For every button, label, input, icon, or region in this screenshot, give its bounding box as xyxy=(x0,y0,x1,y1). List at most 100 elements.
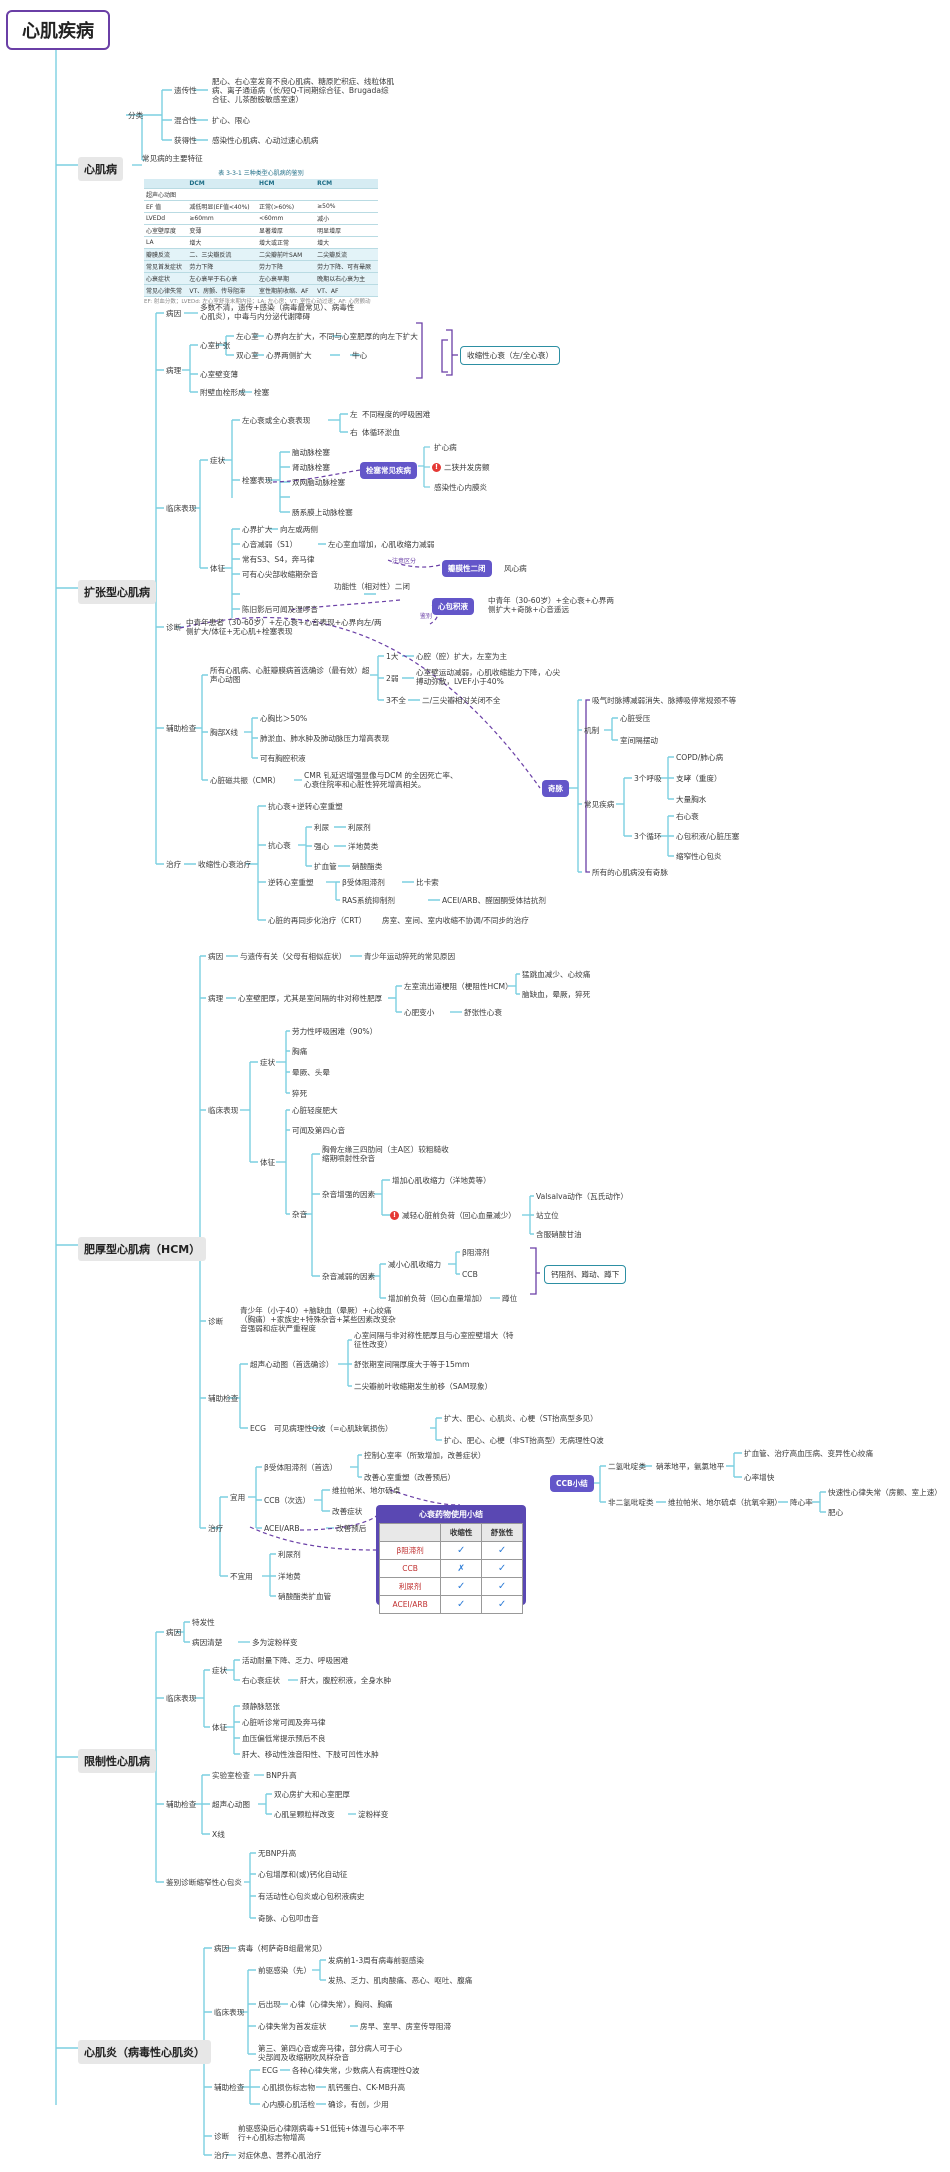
node-hcm-sign-2: 可闻及第四心音 xyxy=(292,1126,346,1135)
node-rcm-diff-2: 心包增厚和(或)钙化自动征 xyxy=(258,1870,348,1879)
node-avoid-nitrate: 硝酸酯类扩血管 xyxy=(278,1592,332,1601)
node-left-ventricle-detail: 心界向左扩大，不同与心室肥厚的向左下扩大 xyxy=(266,332,418,341)
section-hcm[interactable]: 肥厚型心肌病（HCM） xyxy=(78,1237,207,1261)
pill-embolism-diseases[interactable]: 栓塞常见疾病 xyxy=(360,462,417,479)
node-cmr: 心脏磁共振（CMR） xyxy=(210,776,281,785)
node-sign-5: 陈旧影后可闻及湿啰音 xyxy=(242,605,318,614)
comparison-cell: 明显增厚 xyxy=(315,224,378,237)
node-ventricle-dilation: 心室扩张 xyxy=(200,341,231,350)
node-ms-af: 二狭并发房颤 xyxy=(444,463,490,472)
cross-icon: ✗ xyxy=(440,1559,483,1578)
pill-ccb-summary[interactable]: CCB小结 xyxy=(550,1475,594,1492)
node-myo-etiology: 病因 xyxy=(214,1944,230,1953)
node-inotrope: 强心 xyxy=(314,842,330,851)
node-hcm-etiology-b: 青少年运动猝死的常见原因 xyxy=(364,952,456,961)
node-rcm-echo-a: 双心房扩大和心室肥厚 xyxy=(274,1790,350,1799)
node-hcm-echo-1: 心室间隔与非对称性肥厚且与心室腔壁增大（特征性改变） xyxy=(354,1331,514,1349)
comparison-cell: 劳力下降、可有晕厥 xyxy=(315,260,378,273)
node-hcm-sym-4: 猝死 xyxy=(292,1089,308,1098)
node-rcm-echo: 超声心动图 xyxy=(212,1800,250,1809)
node-myo-biopsy-detail: 确诊，有创，少用 xyxy=(328,2100,389,2109)
node-hcm-diagnosis: 诊断 xyxy=(208,1317,224,1326)
node-pp-desc: 吸气时脉搏减弱消失、脉搏吸停常规颈不等 xyxy=(592,696,737,705)
node-treatment-detail: 收缩性心衰治疗 xyxy=(198,860,252,869)
section-cardiomyopathy[interactable]: 心肌病 xyxy=(78,157,123,181)
comparison-row: 超声心动图 xyxy=(144,188,378,201)
node-mixed: 混合性 xyxy=(174,116,197,125)
node-hcm-ecg: ECG xyxy=(250,1424,266,1433)
node-beta-blocker: β受体阻滞剂 xyxy=(342,878,385,887)
comparison-cell: 增大 xyxy=(315,236,378,249)
node-crt-detail: 房室、室间、室内收缩不协调/不同步的治疗 xyxy=(382,916,529,925)
node-sign-4-detail: 功能性（相对性）二闭 xyxy=(334,582,410,591)
node-rcm-sym-2: 右心衰症状 xyxy=(242,1676,280,1685)
note-differentiate: 鉴别 xyxy=(420,613,433,620)
comparison-cell: 心衰症状 xyxy=(144,272,188,285)
node-embolism-2: 肾动脉栓塞 xyxy=(292,463,330,472)
comparison-cell: 超声心动图 xyxy=(144,188,188,201)
node-myo-biopsy: 心内膜心肌活检 xyxy=(262,2100,316,2109)
comparison-cell: LA xyxy=(144,236,188,249)
node-hcm-sym-3: 晕厥、头晕 xyxy=(292,1068,330,1077)
tree-branches xyxy=(55,48,826,2156)
node-treatment: 治疗 xyxy=(166,860,182,869)
node-sign-4: 可有心尖部收缩期杂音 xyxy=(242,570,318,579)
node-hcm-beta: β受体阻滞剂（首选） xyxy=(264,1463,338,1472)
pill-pulsus-paradoxus[interactable]: 奇脉 xyxy=(542,780,569,797)
comparison-cell: 劳力下降 xyxy=(187,260,258,273)
node-myo-markers: 心肌损伤标志物 xyxy=(262,2083,316,2092)
node-murmur-dec-b: 增加前负荷（回心血量增加） xyxy=(388,1294,487,1303)
warning-icon: ! xyxy=(432,463,441,472)
node-myo-prodrome-2: 发热、乏力、肌肉酸痛、恶心、呕吐、腹痛 xyxy=(328,1976,473,1985)
node-myo-gallop: 第三、第四心音或奔马律，部分病人可于心尖部闻及收缩期吹风样杂音 xyxy=(258,2044,403,2062)
node-hcm-echo-2: 舒张期室间隔厚度大于等于15mm xyxy=(354,1360,470,1369)
node-diagnosis: 诊断 xyxy=(166,623,182,632)
node-rcm-sign-3: 血压偏低常提示预后不良 xyxy=(242,1734,326,1743)
node-myo-treatment: 治疗 xyxy=(214,2151,230,2160)
section-myocarditis[interactable]: 心肌炎（病毒性心肌炎） xyxy=(78,2040,211,2064)
node-hcm-clinical: 临床表现 xyxy=(208,1106,239,1115)
node-hcm-acei-1: 改善预后 xyxy=(336,1524,367,1533)
node-rcm-echo-b: 心肌呈颗粒样改变 xyxy=(274,1810,335,1819)
purple-brackets xyxy=(416,322,590,1295)
node-echo: 所有心肌病、心脏瓣膜病首选确诊（最有效）超声心动图 xyxy=(210,666,370,684)
comparison-cell: EF 值 xyxy=(144,200,188,213)
pill-pericardial-effusion[interactable]: 心包积液 xyxy=(432,598,474,615)
node-dhp-a: 扩血管、治疗高血压病、变异性心绞痛 xyxy=(744,1449,874,1458)
node-small-chamber: 心肥变小 xyxy=(404,1008,435,1017)
node-hcm-ecg-b: 扩心、肥心、心梗（非ST抬高型）无病理性Q波 xyxy=(444,1436,604,1445)
node-hcm-pathology: 病理 xyxy=(208,994,224,1003)
section-rcm[interactable]: 限制性心肌病 xyxy=(78,1749,156,1773)
node-rcm-sign-4: 肝大、移动性浊音阳性、下肢可凹性水肿 xyxy=(242,1750,379,1759)
node-murmur-inc-b: 减轻心脏前负荷（回心血量减少） xyxy=(402,1211,516,1220)
node-standing: 站立位 xyxy=(536,1211,559,1220)
node-rcm-known: 病因清楚 xyxy=(192,1638,223,1647)
comparison-cell: 左心衰早期 xyxy=(257,272,316,285)
comparison-table-caption: 表 3-3-1 三种类型心肌病的鉴别 xyxy=(218,170,304,177)
comparison-row: 常见首发症状劳力下降劳力下降劳力下降、可有晕厥 xyxy=(144,260,378,273)
node-hcm-etiology-a: 与遗传有关（父母有相似症状） xyxy=(240,952,347,961)
node-hcm-symptoms: 症状 xyxy=(260,1058,276,1067)
comparison-cell: 正常(>60%) xyxy=(257,200,316,213)
comparison-cell: 劳力下降 xyxy=(257,260,316,273)
comparison-table-note: EF: 射血分数；LVEDd: 左心室舒张末期内径；LA: 左心房；VT: 室性… xyxy=(144,299,371,305)
node-clinical: 临床表现 xyxy=(166,504,197,513)
comparison-cell xyxy=(257,188,316,201)
check-icon: ✓ xyxy=(481,1577,523,1596)
node-wall-thinning: 心室壁变薄 xyxy=(200,370,238,379)
node-acquired-detail: 感染性心肌病、心动过速心肌病 xyxy=(212,136,319,145)
node-embolism-4: 肠系膜上动脉栓塞 xyxy=(292,508,353,517)
node-echo-1-detail: 心腔（腔）扩大，左室为主 xyxy=(416,652,508,661)
section-dcm[interactable]: 扩张型心肌病 xyxy=(78,580,156,604)
node-sign-3: 常有S3、S4，奔马律 xyxy=(242,555,315,564)
node-hcm-ccb: CCB（次选） xyxy=(264,1496,311,1505)
node-sign-1-detail: 向左或两侧 xyxy=(280,525,318,534)
check-icon: ✓ xyxy=(481,1559,523,1578)
node-dcm-disease: 扩心病 xyxy=(434,443,457,452)
comparison-row: 心衰症状左心衰早于右心衰左心衰早期晚期以右心衰为主 xyxy=(144,272,378,285)
drug-cell xyxy=(378,1523,442,1542)
pill-valvular-mr[interactable]: 瓣膜性二闭 xyxy=(442,560,492,577)
